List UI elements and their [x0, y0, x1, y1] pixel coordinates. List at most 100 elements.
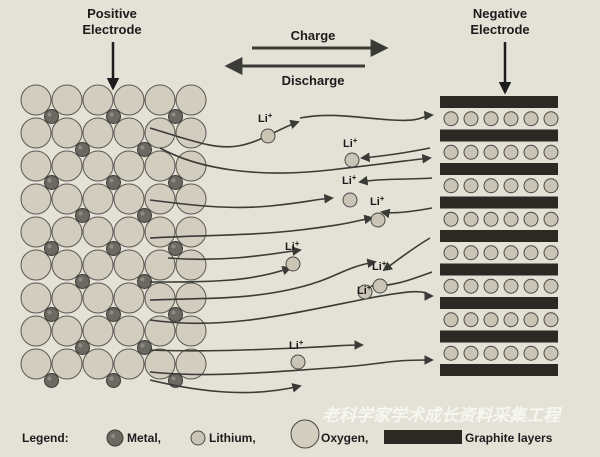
intercalated-lithium	[443, 178, 459, 194]
intercalated-lithium	[483, 345, 499, 361]
graphite-layer	[440, 297, 558, 309]
intercalated-lithium	[543, 111, 559, 127]
lithium-ion-charge: +	[295, 239, 300, 248]
oxygen-atom	[82, 84, 114, 116]
oxygen-atom	[51, 282, 83, 314]
metal-atom	[137, 208, 152, 223]
lithium-ion: Li+	[370, 194, 386, 228]
ion-path	[149, 214, 374, 239]
intercalated-lithium	[523, 312, 539, 328]
intercalated-lithium	[523, 211, 539, 227]
metal-atom	[44, 175, 59, 190]
intercalated-lithium	[483, 144, 499, 160]
legend: Legend: Metal, Lithium, Oxygen, Graphite…	[22, 419, 553, 449]
positive-electrode-lattice	[20, 84, 207, 388]
ion-migration-paths	[149, 110, 434, 394]
intercalated-lithium	[463, 144, 479, 160]
oxygen-atom	[82, 150, 114, 182]
intercalated-lithium	[443, 144, 459, 160]
intercalated-lithium	[443, 345, 459, 361]
lithium-ion-charge: +	[382, 259, 387, 268]
lithium-ion-charge: +	[353, 136, 358, 145]
oxygen-atom	[51, 84, 83, 116]
oxygen-atom	[51, 150, 83, 182]
intercalated-lithium	[523, 278, 539, 294]
graphite-layer	[440, 330, 558, 343]
metal-atom	[106, 175, 121, 190]
metal-atom	[44, 109, 59, 124]
oxygen-atom	[144, 348, 176, 380]
oxygen-atom	[144, 150, 176, 182]
intercalated-lithium	[443, 245, 459, 261]
intercalated-lithium	[523, 111, 539, 127]
oxygen-atom	[82, 315, 114, 347]
ion-path	[167, 246, 302, 261]
intercalated-lithium	[483, 111, 499, 127]
intercalated-lithium	[463, 245, 479, 261]
metal-atom	[137, 274, 152, 289]
metal-atom	[106, 373, 121, 388]
lithium-ion: Li+	[285, 239, 301, 272]
ion-path	[299, 110, 434, 122]
oxygen-atom	[20, 183, 52, 215]
graphite-layer	[440, 163, 558, 175]
metal-atom	[137, 142, 152, 157]
ion-path	[380, 207, 433, 219]
oxygen-atom	[113, 282, 145, 314]
oxygen-atom	[51, 315, 83, 347]
intercalated-lithium	[543, 178, 559, 194]
ion-path	[149, 266, 292, 283]
oxygen-atom	[175, 348, 207, 380]
lithium-ion-charge: +	[380, 194, 385, 203]
intercalated-lithium	[483, 211, 499, 227]
intercalated-lithium	[463, 312, 479, 328]
metal-atom	[44, 241, 59, 256]
oxygen-atom	[20, 315, 52, 347]
intercalated-lithium	[503, 211, 519, 227]
oxygen-atom	[113, 150, 145, 182]
intercalated-lithium	[543, 144, 559, 160]
lithium-ion: Li+	[343, 136, 360, 168]
ion-path	[149, 355, 434, 376]
lithium-ion-label: Li+	[289, 338, 304, 352]
intercalated-lithium	[463, 278, 479, 294]
oxygen-atom	[113, 183, 145, 215]
oxygen-atom	[175, 150, 207, 182]
lithium-ion-label: Li+	[372, 259, 387, 273]
intercalated-lithium	[503, 144, 519, 160]
lithium-ion: Li+	[357, 283, 373, 300]
oxygen-atom	[82, 183, 114, 215]
positive-electrode-label-line1: Positive	[87, 6, 137, 21]
intercalated-lithium	[543, 345, 559, 361]
oxygen-atom	[175, 216, 207, 248]
oxygen-atom	[144, 117, 176, 149]
oxygen-atom-icon	[290, 419, 320, 449]
oxygen-atom	[144, 315, 176, 347]
intercalated-lithium	[483, 278, 499, 294]
lithium-ion: Li+	[342, 173, 358, 208]
oxygen-atom	[175, 315, 207, 347]
legend-graphite-label: Graphite layers	[465, 431, 553, 445]
ion-path	[360, 147, 431, 163]
metal-atom	[75, 340, 90, 355]
oxygen-atom	[113, 117, 145, 149]
intercalated-lithium	[543, 211, 559, 227]
intercalated-lithium	[463, 111, 479, 127]
lithium-ions: Li+Li+Li+Li+Li+Li+Li+Li+	[258, 111, 388, 370]
metal-atom	[137, 340, 152, 355]
lithium-ion-label: Li+	[343, 136, 358, 150]
legend-title: Legend:	[22, 431, 69, 445]
oxygen-atom	[51, 348, 83, 380]
oxygen-atom	[20, 282, 52, 314]
oxygen-atom	[20, 117, 52, 149]
graphite-layer	[440, 129, 558, 142]
oxygen-atom	[82, 348, 114, 380]
oxygen-atom	[82, 249, 114, 281]
intercalated-lithium	[443, 312, 459, 328]
oxygen-atom	[20, 348, 52, 380]
legend-oxygen-label: Oxygen,	[321, 431, 368, 445]
watermark-text: 老科学家学术成长资料采集工程	[322, 406, 563, 426]
intercalated-lithium	[503, 345, 519, 361]
lithium-ion: Li+	[372, 259, 388, 294]
